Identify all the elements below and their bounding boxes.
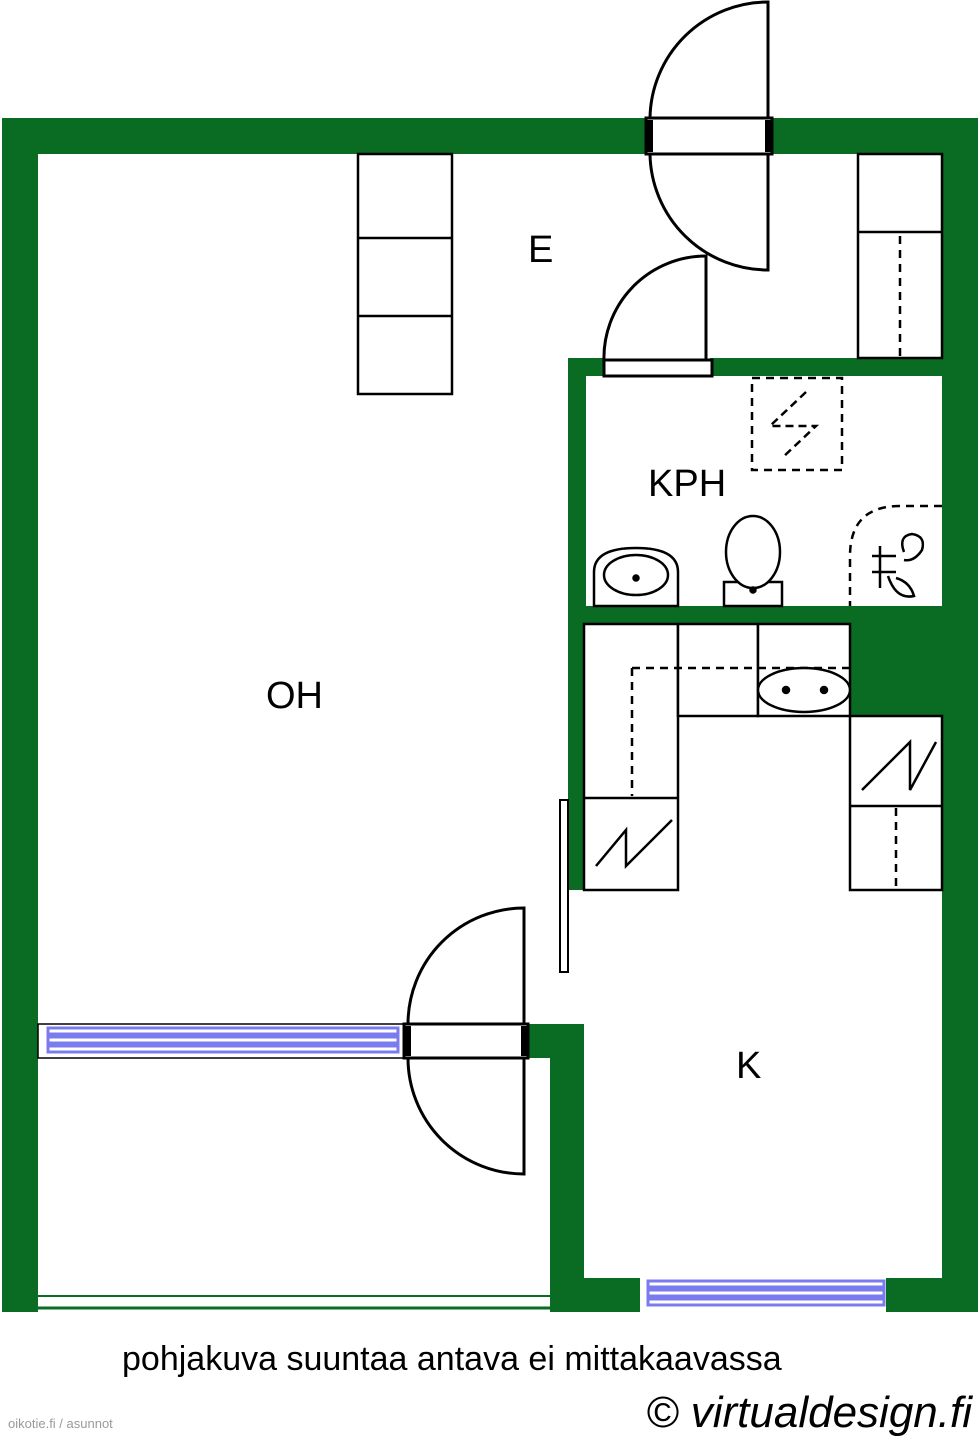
shower: [848, 504, 942, 606]
balcony-railing: [36, 1295, 550, 1310]
balcony-door: [402, 906, 530, 1176]
room-label-kitchen: K: [736, 1045, 761, 1087]
watermark-text: oikotie.fi / asunnot: [8, 1416, 113, 1431]
room-label-entrance: E: [528, 229, 553, 271]
wall-top-left: [2, 118, 648, 154]
window-kitchen: [640, 1278, 886, 1312]
kitchen-right-units: [848, 714, 944, 892]
room-label-living-room: OH: [266, 675, 323, 717]
kitchen-counter: [582, 622, 852, 892]
toilet: [722, 514, 784, 608]
windows: [36, 1023, 886, 1312]
wall-balcony-stub: [528, 1024, 584, 1058]
bathroom-door: [602, 254, 714, 378]
hall-wardrobe: [356, 152, 454, 396]
fixtures: [356, 152, 944, 892]
entrance-closet: [856, 152, 944, 360]
wall-left: [2, 118, 38, 1312]
wall-kitchen-block: [850, 606, 978, 716]
kitchen-left-appliance: [595, 819, 673, 870]
washbasin: [592, 546, 680, 608]
room-label-bathroom: KPH: [648, 463, 726, 505]
copyright-text: © virtualdesign.fi: [646, 1388, 972, 1437]
kitchen-sliding-panel: [559, 799, 569, 973]
disclaimer-text: pohjakuva suuntaa antava ei mittakaavass…: [122, 1340, 782, 1378]
kitchen-sink: [756, 666, 852, 714]
wall-bottom-left: [2, 1296, 36, 1312]
entrance-door: [644, 0, 774, 272]
walls: [2, 118, 978, 1312]
wall-balcony-divider: [550, 1024, 584, 1312]
wall-bath-top-right: [710, 358, 978, 376]
doors: [402, 0, 774, 1176]
bath-heater: [750, 376, 844, 472]
window-living: [37, 1023, 407, 1059]
